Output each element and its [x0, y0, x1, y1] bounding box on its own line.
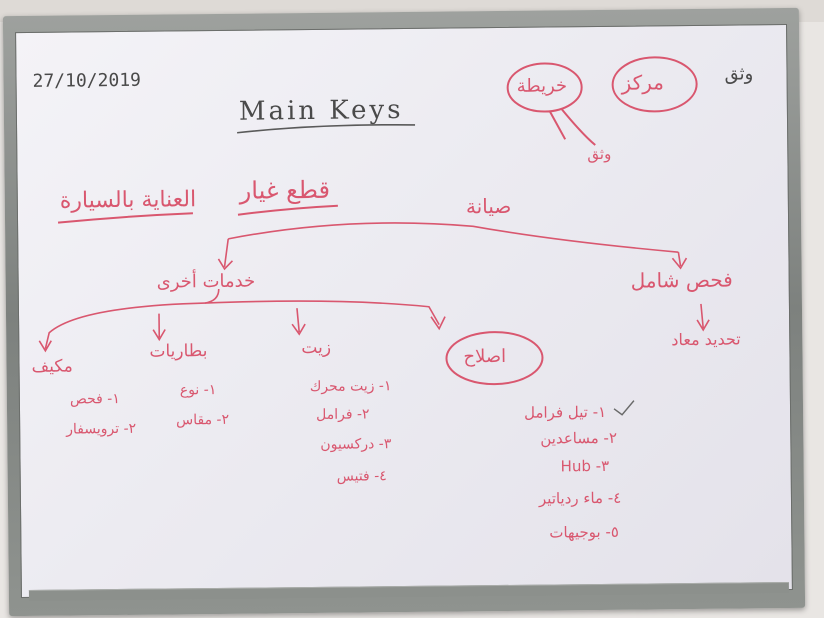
- category-label: بطاريات: [149, 341, 208, 362]
- whiteboard-frame: 27/10/2019 Main Keys وثق مركز خريطة وثق …: [2, 7, 806, 617]
- category-item: ١- تيل فرامل: [523, 402, 607, 422]
- oval-right-label: مركز: [621, 70, 665, 95]
- category-label: اصلاح: [463, 345, 507, 368]
- category-item: ١- نوع: [179, 381, 217, 399]
- category-item: ٣- دركسيون: [320, 436, 392, 453]
- category-item: ٢- مساعدين: [540, 428, 618, 448]
- category-item: ٤- ماء ردياتير: [538, 488, 622, 508]
- left-title: العناية بالسيارة: [59, 187, 197, 214]
- oval-left-label: خريطة: [516, 75, 568, 97]
- category-item: ٢- ترويسفار: [66, 420, 137, 438]
- under-oval-note: وثق: [587, 144, 612, 164]
- branch-left-node: خدمات أخرى: [156, 270, 256, 293]
- category-item: ٤- فتيس: [336, 468, 387, 485]
- whiteboard-surface: 27/10/2019 Main Keys وثق مركز خريطة وثق …: [15, 23, 793, 599]
- category-item: ٢- مقاس: [176, 411, 230, 429]
- center-title: قطع غيار: [239, 175, 331, 205]
- category-item: ٢- فرامل: [315, 406, 370, 423]
- category-item: ٣- Hub: [560, 456, 610, 476]
- top-left-note: وثق: [724, 63, 754, 85]
- category-item: ١- فحص: [69, 391, 120, 408]
- drawn-lines: [38, 56, 710, 416]
- category-item: ٥- بوجيهات: [549, 522, 619, 542]
- category-label: زيت: [301, 337, 332, 359]
- root-node: صيانة: [465, 193, 512, 219]
- heading: Main Keys: [238, 95, 404, 127]
- right-child-node: تحديد معاد: [671, 329, 741, 350]
- category-label: مكيف: [31, 356, 73, 377]
- date-note: 27/10/2019: [32, 69, 142, 92]
- branch-right-node: فحص شامل: [630, 267, 733, 293]
- category-item: ١- زيت محرك: [309, 378, 392, 396]
